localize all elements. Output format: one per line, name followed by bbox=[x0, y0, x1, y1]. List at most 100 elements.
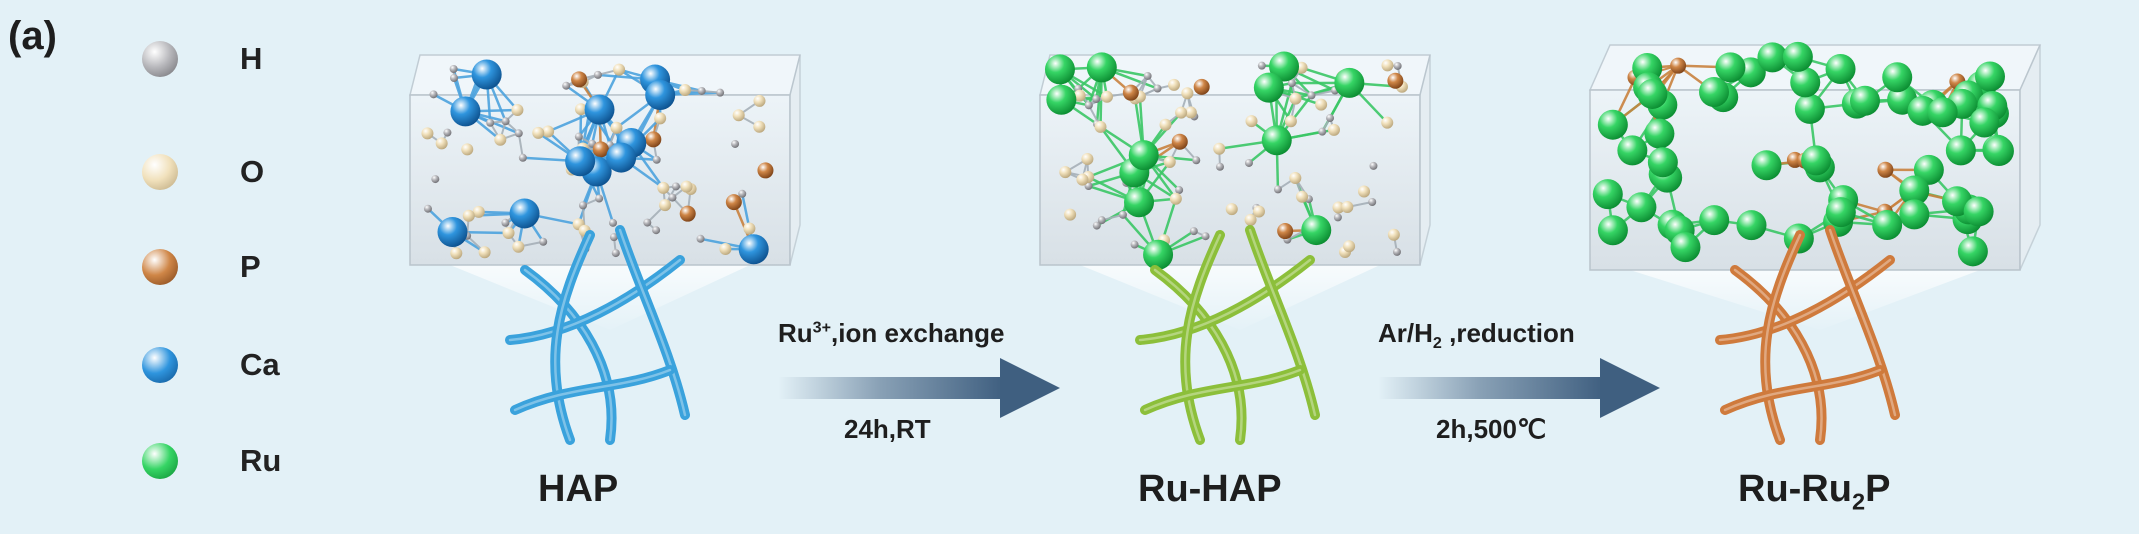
p-atom bbox=[1877, 162, 1893, 178]
h-atom bbox=[672, 182, 680, 190]
p-atom bbox=[1172, 134, 1188, 150]
ru-atom bbox=[1644, 119, 1674, 149]
nanofiber-strand bbox=[1145, 370, 1300, 410]
ru-atom bbox=[1626, 192, 1656, 222]
stage-label-hap: HAP bbox=[538, 468, 618, 511]
o-atom bbox=[421, 127, 433, 139]
p-atom bbox=[726, 194, 742, 210]
ru-atom bbox=[1593, 179, 1623, 209]
h-atom bbox=[502, 117, 510, 125]
o-atom bbox=[512, 241, 524, 253]
ca-atom bbox=[645, 80, 675, 110]
ru-atom bbox=[1124, 187, 1154, 217]
o-atom bbox=[503, 227, 515, 239]
o-atom bbox=[1290, 93, 1302, 105]
o-atom bbox=[613, 64, 625, 76]
h-atom bbox=[1258, 62, 1266, 70]
o-atom bbox=[1289, 172, 1301, 184]
ru-atom bbox=[1790, 67, 1820, 97]
ru-atom bbox=[1783, 42, 1813, 72]
h-atom bbox=[1190, 227, 1198, 235]
o-atom bbox=[657, 182, 669, 194]
ru-atom bbox=[1087, 52, 1117, 82]
ru-atom bbox=[1617, 135, 1647, 165]
o-atom bbox=[1170, 193, 1182, 205]
o-atom bbox=[1081, 153, 1093, 165]
nanofiber-strand bbox=[1725, 370, 1880, 410]
h-atom bbox=[595, 195, 603, 203]
o-atom bbox=[719, 243, 731, 255]
h-atom bbox=[1202, 232, 1210, 240]
ru-atom bbox=[1648, 147, 1678, 177]
o-atom bbox=[1381, 59, 1393, 71]
o-atom bbox=[450, 247, 462, 259]
o-atom bbox=[1315, 99, 1327, 111]
h-atom bbox=[1334, 213, 1342, 221]
h-atom bbox=[1326, 114, 1334, 122]
p-atom bbox=[1387, 73, 1403, 89]
ru-atom bbox=[1670, 232, 1700, 262]
o-atom bbox=[1076, 174, 1088, 186]
h-atom bbox=[486, 119, 494, 127]
o-atom bbox=[1245, 214, 1257, 226]
h-atom bbox=[1245, 159, 1253, 167]
arrow1-condition-bottom: 24h,RT bbox=[844, 414, 931, 445]
p-atom bbox=[1277, 223, 1293, 239]
h-atom bbox=[652, 226, 660, 234]
zoom-cone bbox=[1630, 270, 1980, 330]
h-atom bbox=[1393, 248, 1401, 256]
o-atom bbox=[1328, 124, 1340, 136]
ru-atom bbox=[1129, 140, 1159, 170]
o-atom bbox=[1181, 87, 1193, 99]
h-atom bbox=[1098, 216, 1106, 224]
h-atom bbox=[1192, 156, 1200, 164]
h-atom bbox=[609, 219, 617, 227]
arrow2-condition-top: Ar/H2 ,reduction bbox=[1378, 318, 1575, 353]
o-atom bbox=[1164, 156, 1176, 168]
stage-label-ru-hap: Ru-HAP bbox=[1138, 468, 1282, 511]
h-atom bbox=[431, 175, 439, 183]
o-atom bbox=[461, 143, 473, 155]
ca-atom bbox=[606, 143, 636, 173]
h-atom bbox=[562, 82, 570, 90]
ru-atom bbox=[1301, 215, 1331, 245]
h-atom bbox=[643, 219, 651, 227]
ru-atom bbox=[1715, 52, 1745, 82]
ca-atom bbox=[510, 198, 540, 228]
o-atom bbox=[679, 84, 691, 96]
nanofiber-strand bbox=[515, 370, 670, 410]
o-atom bbox=[511, 104, 523, 116]
o-atom bbox=[1343, 240, 1355, 252]
h-atom bbox=[424, 205, 432, 213]
o-atom bbox=[753, 121, 765, 133]
stage-label-ru-ru2p: Ru-Ru2P bbox=[1738, 468, 1890, 516]
h-atom bbox=[539, 238, 547, 246]
o-atom bbox=[1175, 107, 1187, 119]
ru-atom bbox=[1046, 85, 1076, 115]
process-arrow-2 bbox=[1378, 358, 1660, 418]
ru-atom bbox=[1143, 240, 1173, 270]
p-atom bbox=[1194, 79, 1210, 95]
h-atom bbox=[1394, 62, 1402, 70]
ru-atom bbox=[1334, 68, 1364, 98]
o-atom bbox=[1160, 119, 1172, 131]
o-atom bbox=[1064, 209, 1076, 221]
o-atom bbox=[1246, 115, 1258, 127]
h-atom bbox=[698, 87, 706, 95]
o-atom bbox=[1285, 115, 1297, 127]
h-atom bbox=[575, 133, 583, 141]
o-atom bbox=[753, 95, 765, 107]
ru-atom bbox=[1254, 73, 1284, 103]
o-atom bbox=[463, 210, 475, 222]
ca-atom bbox=[437, 217, 467, 247]
o-atom bbox=[743, 222, 755, 234]
h-atom bbox=[612, 249, 620, 257]
h-atom bbox=[450, 74, 458, 82]
arrow1-condition-top: Ru3+,ion exchange bbox=[778, 318, 1004, 349]
h-atom bbox=[501, 219, 509, 227]
p-atom bbox=[645, 131, 661, 147]
arrow2-condition-bottom: 2h,500℃ bbox=[1436, 414, 1546, 445]
h-atom bbox=[1369, 162, 1377, 170]
h-atom bbox=[515, 129, 523, 137]
